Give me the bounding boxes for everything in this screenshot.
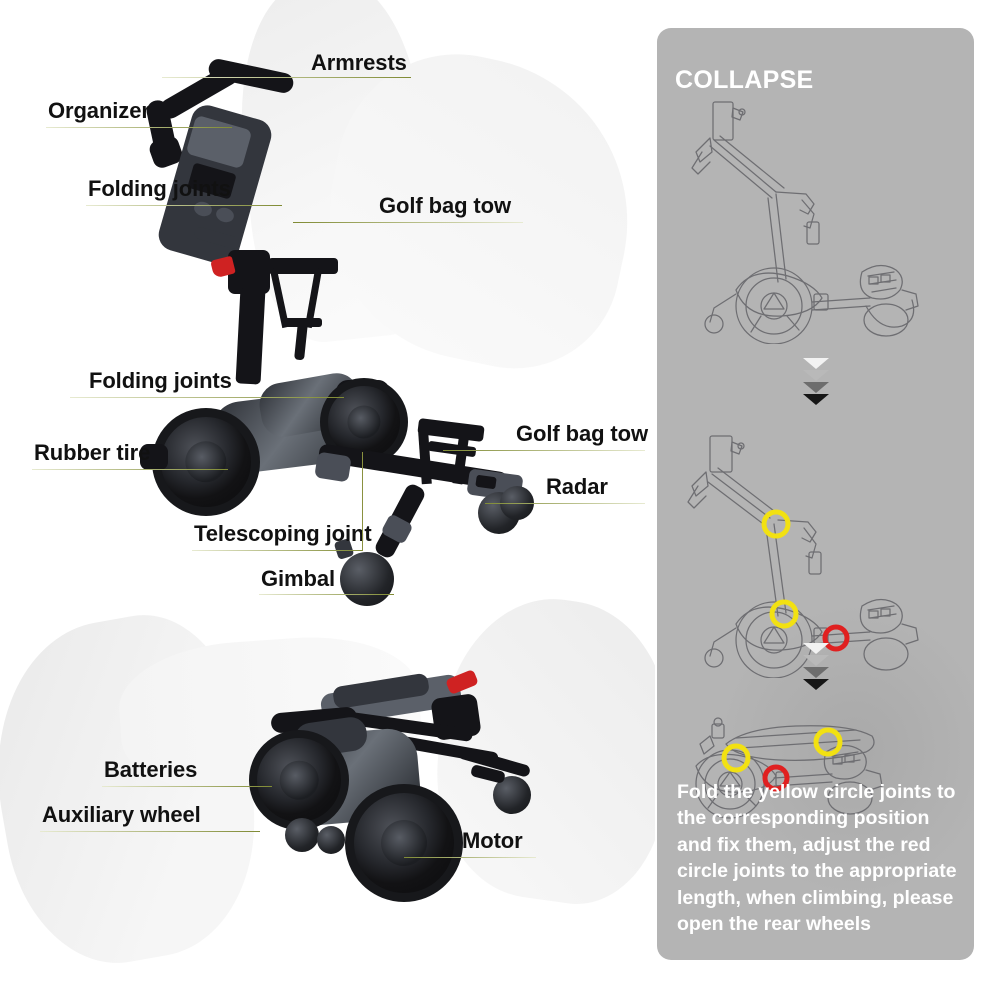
chevron-group-2 — [657, 643, 974, 691]
collapse-instruction-panel: COLLAPSE — [657, 28, 974, 960]
yellow-joint-marker — [761, 509, 790, 539]
collapse-step-3 — [657, 700, 974, 830]
yellow-joint-marker — [813, 727, 842, 757]
leader-line-armrests — [162, 77, 411, 78]
panel-instruction-note: Fold the yellow circle joints to the cor… — [677, 780, 957, 936]
collapse-step-2 — [657, 428, 974, 678]
leader-line-radar — [485, 503, 645, 504]
leader-line-motor — [404, 857, 536, 858]
chevron-down-icon — [802, 667, 829, 678]
chevron-down-icon — [802, 655, 829, 666]
label-auxiliary-wheel: Auxiliary wheel — [42, 802, 201, 827]
chevron-down-icon — [802, 382, 829, 393]
yellow-joint-marker — [721, 743, 750, 773]
leader-line-batteries — [102, 786, 272, 787]
leader-riser-telescoping-joint — [362, 452, 363, 551]
label-gimbal: Gimbal — [261, 566, 335, 591]
trolley-handle-assembly — [144, 57, 380, 385]
chevron-group-1 — [657, 358, 974, 406]
leader-line-golf-bag-tow-lower — [443, 450, 645, 451]
chevron-down-icon — [802, 358, 829, 369]
label-golf-bag-tow-upper: Golf bag tow — [379, 193, 512, 218]
trolley-folded-assembly — [225, 668, 555, 902]
auxiliary-wheel-graphic — [285, 818, 319, 852]
collapse-step-1 — [657, 94, 974, 344]
leader-line-folding-joints-upper — [86, 205, 282, 206]
label-rubber-tire: Rubber tire — [34, 440, 151, 465]
chevron-down-icon — [802, 394, 829, 405]
trolley-chassis-assembly — [140, 369, 560, 615]
product-feature-panel: Armrests Organizer Folding joints Golf b… — [0, 0, 655, 1000]
red-joint-marker — [762, 764, 789, 792]
leader-line-organizer — [46, 127, 232, 128]
rubber-tire-graphic — [152, 408, 260, 516]
label-armrests: Armrests — [311, 50, 407, 75]
red-joint-marker — [822, 624, 849, 652]
label-folding-joints-upper: Folding joints — [88, 176, 231, 201]
gimbal-wheel-graphic — [340, 552, 394, 606]
label-batteries: Batteries — [104, 757, 198, 782]
chevron-down-icon — [802, 643, 829, 654]
leader-line-gimbal — [259, 594, 394, 595]
leader-line-auxiliary-wheel — [40, 831, 260, 832]
chevron-down-icon — [802, 679, 829, 690]
leader-line-folding-joints-middle — [70, 397, 344, 398]
yellow-joint-marker — [769, 599, 798, 629]
chevron-down-icon — [802, 370, 829, 381]
leader-line-golf-bag-tow-upper — [293, 222, 523, 223]
label-folding-joints-middle: Folding joints — [89, 368, 232, 393]
label-golf-bag-tow-lower: Golf bag tow — [516, 421, 649, 446]
motor-wheel-graphic — [345, 784, 463, 902]
leader-line-rubber-tire — [32, 469, 228, 470]
label-telescoping-joint: Telescoping joint — [194, 521, 372, 546]
label-motor: Motor — [462, 828, 523, 853]
leader-line-telescoping-joint — [192, 550, 362, 551]
label-radar: Radar — [546, 474, 608, 499]
panel-title: COLLAPSE — [675, 66, 814, 94]
label-organizer: Organizer — [48, 98, 150, 123]
